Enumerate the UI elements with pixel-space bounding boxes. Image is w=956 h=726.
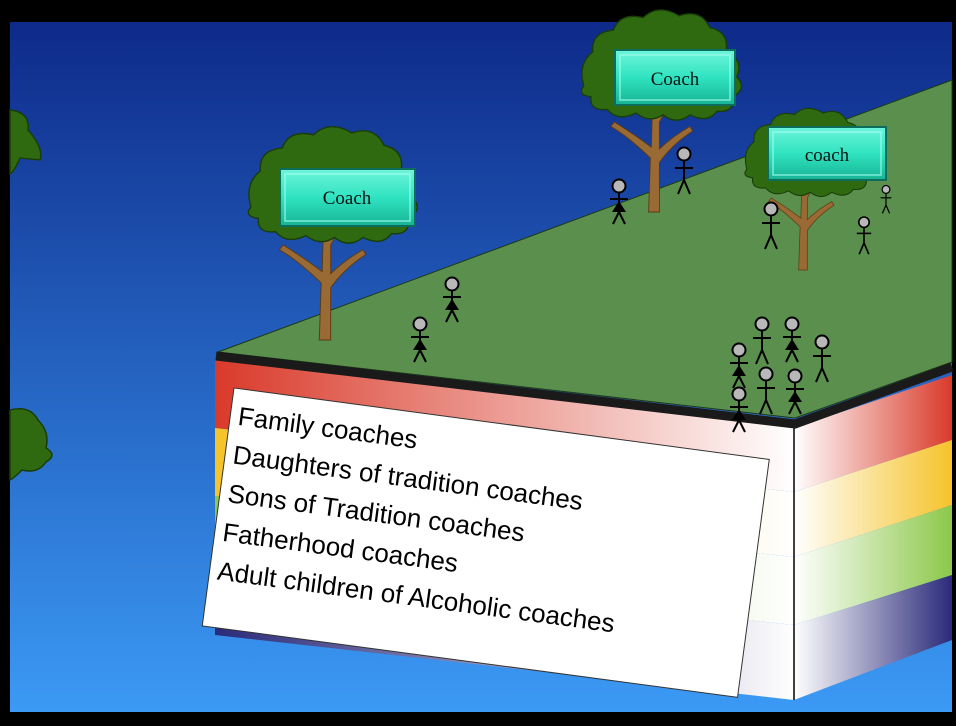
coach-sign-middle: Coach <box>614 49 736 106</box>
sign-label: Coach <box>651 69 700 90</box>
sign-label: coach <box>805 145 850 166</box>
partial-tree-left-top <box>9 109 42 176</box>
coach-types-card: Family coaches Daughters of tradition co… <box>201 387 770 698</box>
coach-sign-left: Coach <box>279 168 416 227</box>
sign-label: Coach <box>323 188 372 209</box>
partial-tree-left-bottom <box>9 408 53 482</box>
field-edge <box>215 351 954 429</box>
coach-sign-right: coach <box>767 126 887 181</box>
block-right-face <box>794 375 952 700</box>
